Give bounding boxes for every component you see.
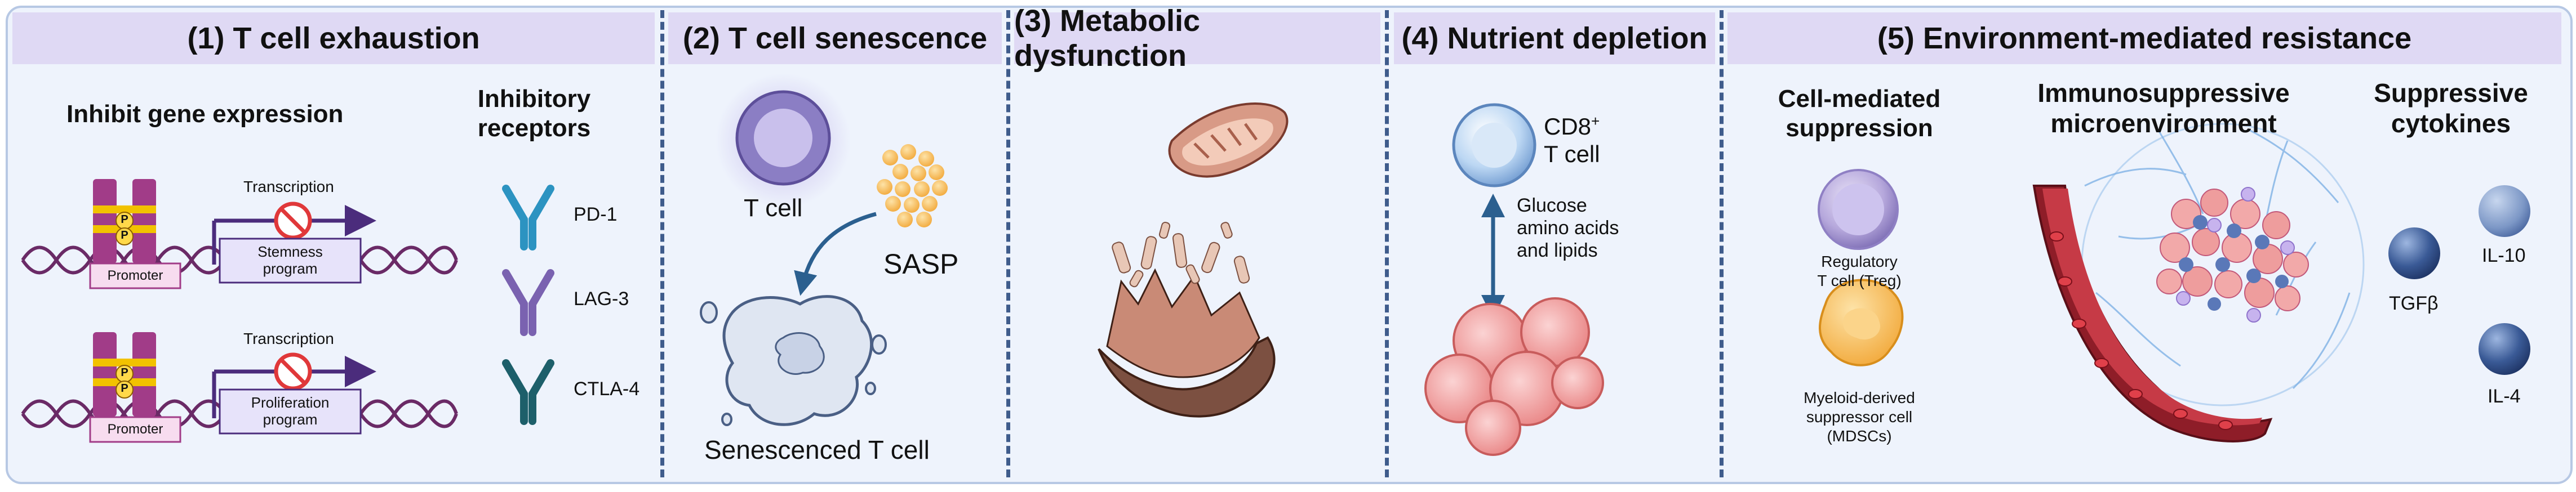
mdsc-label-line-2: suppressor cell [1806,408,1913,426]
program-box-row-1 [219,238,362,284]
gene-expression-heading: Inhibit gene expression [66,100,344,128]
cell-mediated-heading: Cell-mediated suppression [1775,84,1944,143]
panel-5-header: (5) Environment-mediated resistance [1727,12,2561,64]
senescenced-label: Senescenced T cell [704,435,930,464]
nutrient-lipids: and lipids [1517,240,1598,261]
il10-label: IL-10 [2482,245,2526,266]
promoter-box-row-2 [89,416,181,443]
transcription-label-row-2: Transcription [243,330,334,347]
tgfb-label: TGFβ [2389,293,2439,314]
receptors-heading: Inhibitory receptors [472,84,596,143]
cell-mediated-heading-line-2: suppression [1786,114,1933,142]
pd1-label: PD-1 [574,204,618,225]
nutrient-label: Glucose amino acids and lipids [1517,194,1619,262]
block-icon-row-2 [274,352,312,391]
treg-label: Regulatory T cell (Treg) [1797,252,1921,290]
cd8-tcell-nucleus [1472,123,1517,168]
receptors-heading-line-1: Inhibitory [477,85,591,113]
cd8-superscript: + [1591,113,1600,129]
phospho-label: P [121,366,128,379]
tgfb-cytokine-icon [2388,227,2440,279]
transcription-label-row-1: Transcription [243,178,334,195]
mdsc-label-line-1: Myeloid-derived [1804,389,1915,406]
receptors-heading-line-2: receptors [477,114,591,142]
il4-label: IL-4 [2488,386,2521,407]
program-line-1-row-2: Proliferation [251,394,330,411]
promoter-box-row-1 [89,262,181,289]
tumor-cluster-icon [1424,297,1604,456]
nutrient-glucose: Glucose [1517,195,1587,216]
panel-divider [1385,10,1389,477]
panel-divider [1006,10,1010,477]
ctla4-receptor-icon [502,359,554,425]
cd8-label: CD8+ [1544,113,1600,140]
panel-5-title: (5) Environment-mediated resistance [1877,21,2412,55]
sasp-particles [877,144,948,227]
panel-1-header: (1) T cell exhaustion [12,12,655,64]
program-line-1-row-1: Stemness [257,243,323,260]
panel-divider [1720,10,1724,477]
panel-3-header: (3) Metabolic dysfunction [1014,4,1380,73]
tcell-nucleus [754,109,812,167]
cell-mediated-heading-line-1: Cell-mediated [1778,85,1941,113]
senescence-arrow [794,212,877,296]
nutrient-amino-acids: amino acids [1517,217,1619,239]
ctla4-label: CTLA-4 [574,378,640,400]
program-box-row-2 [219,388,362,435]
panel-3-title: (3) Metabolic dysfunction [1014,4,1201,73]
program-label-row-2: Proliferation program [220,394,361,428]
lag3-label: LAG-3 [574,288,629,310]
tme-heading-line-1: Immunosuppressive [2037,78,2290,108]
cell-debris [700,301,887,426]
promoter-label-row-2: Promoter [107,422,163,437]
phospho-label: P [121,213,128,226]
treg-label-line-1: Regulatory [1821,253,1898,270]
phospho-label: P [121,382,128,395]
sasp-label: SASP [883,248,959,280]
pd1-receptor-icon [502,185,554,251]
cytokines-heading-line-2: cytokines [2391,109,2511,138]
chromatin-complex-row-2 [93,332,156,417]
promoter-label-row-1: Promoter [107,268,163,283]
mitochondrion-fragmented-icon [1098,222,1276,418]
il10-cytokine-icon [2479,185,2530,237]
treg-label-line-2: T cell (Treg) [1817,272,1902,289]
lag3-receptor-icon [502,269,554,336]
chromatin-complex-row-1 [93,179,156,263]
panel-4-header: (4) Nutrient depletion [1394,12,1715,64]
tme-heading: Immunosuppressive microenvironment [2011,78,2316,138]
cd8-tcell-label: T cell [1544,141,1600,167]
phospho-label: P [121,229,128,241]
program-line-2-row-2: program [263,411,318,428]
cytokines-heading-line-1: Suppressive [2374,78,2528,108]
panel-1-title: (1) T cell exhaustion [187,21,480,55]
mdsc-nucleus [1843,308,1880,340]
panel-divider [660,10,664,477]
treg-nucleus [1832,184,1884,235]
panel-2-title: (2) T cell senescence [682,21,988,55]
program-label-row-1: Stemness program [220,243,361,277]
block-icon-row-1 [274,202,312,240]
mdsc-label-line-3: (MDSCs) [1827,427,1892,445]
program-line-2-row-1: program [263,260,318,277]
il4-cytokine-icon [2479,323,2530,375]
cd8-text: CD8 [1544,113,1592,140]
senescenced-nucleus [775,332,825,375]
tcell-label: T cell [744,194,803,222]
panel-2-header: (2) T cell senescence [668,12,1002,64]
mitochondrion-intact-icon [1168,102,1289,178]
tumor-microenvironment-icon [2032,123,2365,442]
tme-heading-line-2: microenvironment [2050,109,2277,138]
panel-4-title: (4) Nutrient depletion [1401,21,1708,55]
mdsc-label: Myeloid-derived suppressor cell (MDSCs) [1789,388,1930,446]
cytokines-heading: Suppressive cytokines [2366,78,2535,138]
